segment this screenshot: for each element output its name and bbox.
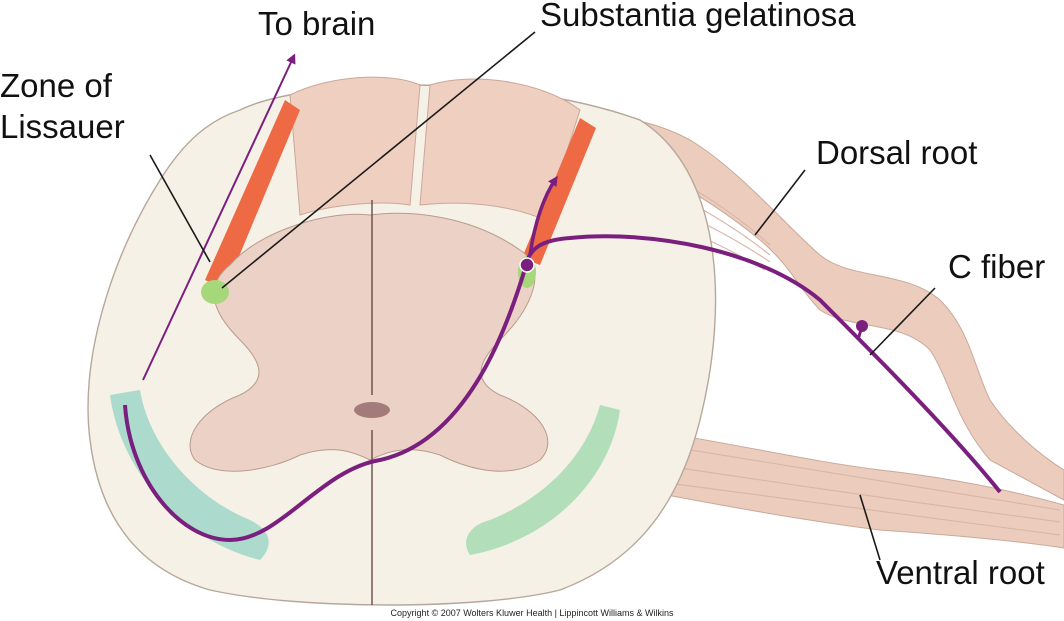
label-dorsal-root: Dorsal root bbox=[816, 134, 977, 171]
label-zone-of-lissauer-line2: Lissauer bbox=[0, 108, 125, 145]
label-ventral-root: Ventral root bbox=[876, 554, 1045, 591]
label-substantia-gelatinosa: Substantia gelatinosa bbox=[540, 0, 856, 33]
c-fiber bbox=[123, 234, 1002, 543]
substantia-gelatinosa-left bbox=[201, 280, 229, 304]
label-to-brain: To brain bbox=[258, 5, 375, 42]
ventral-root bbox=[639, 429, 1064, 549]
ascending-to-brain-arrow bbox=[142, 53, 296, 381]
zone-of-lissauer-right bbox=[522, 118, 596, 265]
spinothalamic-tract-left bbox=[110, 390, 269, 560]
spinal-cord bbox=[87, 76, 717, 606]
c-fiber-cell-body bbox=[856, 320, 868, 332]
leader-ventral-root bbox=[859, 494, 881, 561]
gray-matter bbox=[189, 212, 549, 472]
c-fiber-pathway bbox=[123, 53, 1002, 543]
synapse-dot bbox=[519, 257, 535, 273]
central-canal bbox=[354, 402, 390, 418]
leader-c-fiber bbox=[869, 287, 936, 356]
leader-zone-of-lissauer bbox=[149, 154, 211, 263]
collateral-arrow bbox=[528, 175, 558, 256]
zone-of-lissauer-left bbox=[205, 100, 300, 290]
label-zone-of-lissauer-line1: Zone of bbox=[0, 67, 113, 104]
leader-lines bbox=[149, 31, 936, 561]
leader-dorsal-root bbox=[754, 169, 806, 236]
dorsal-column-left bbox=[289, 76, 421, 216]
spinothalamic-tract-right bbox=[466, 405, 620, 555]
leader-substantia-gelatinosa bbox=[221, 31, 536, 289]
label-c-fiber: C fiber bbox=[948, 248, 1045, 285]
copyright-text: Copyright © 2007 Wolters Kluwer Health |… bbox=[391, 608, 674, 618]
